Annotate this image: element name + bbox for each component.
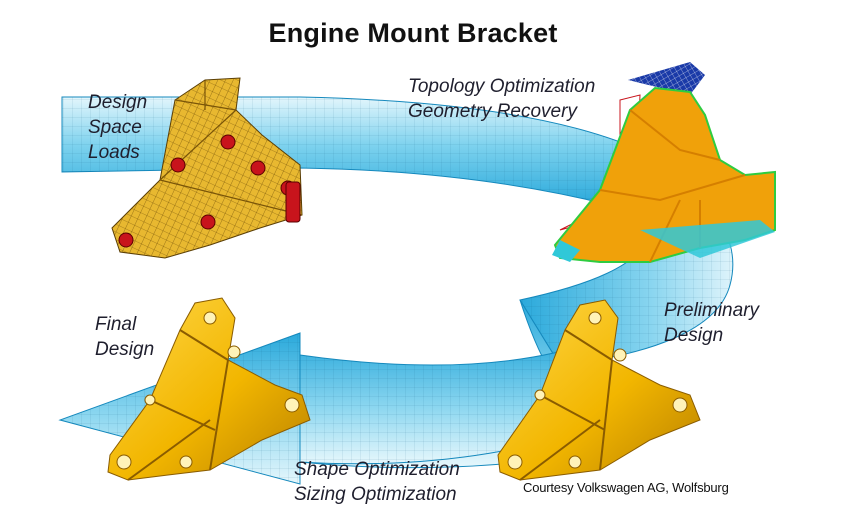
- preliminary-design-part: [497, 299, 701, 481]
- label-line: Sizing Optimization: [294, 484, 457, 505]
- label-final-design: Final Design: [95, 312, 154, 362]
- label-line: Shape Optimization: [294, 459, 460, 480]
- label-line: Geometry Recovery: [408, 101, 577, 122]
- diagram-title: Engine Mount Bracket: [268, 18, 558, 48]
- load-point-markers: [118, 134, 301, 248]
- topology-result-model: [552, 62, 776, 263]
- final-design-part: [107, 297, 311, 481]
- label-shape-optimization: Shape Optimization Sizing Optimization: [294, 457, 460, 507]
- label-line: Loads: [88, 142, 140, 163]
- label-line: Design: [664, 325, 724, 346]
- design-space-mesh-model: [111, 77, 303, 259]
- label-topology-optimization: Topology Optimization Geometry Recovery: [408, 74, 595, 124]
- label-preliminary-design: Preliminary Design: [664, 298, 759, 348]
- label-line: Topology Optimization: [408, 76, 596, 97]
- label-line: Design: [95, 339, 155, 360]
- credit-text: Courtesy Volkswagen AG, Wolfsburg: [523, 480, 729, 495]
- label-line: Final: [95, 314, 137, 335]
- label-design-space: Design Space Loads: [88, 90, 147, 165]
- label-line: Space: [88, 117, 142, 138]
- label-line: Design: [88, 92, 148, 113]
- label-line: Preliminary: [664, 300, 760, 321]
